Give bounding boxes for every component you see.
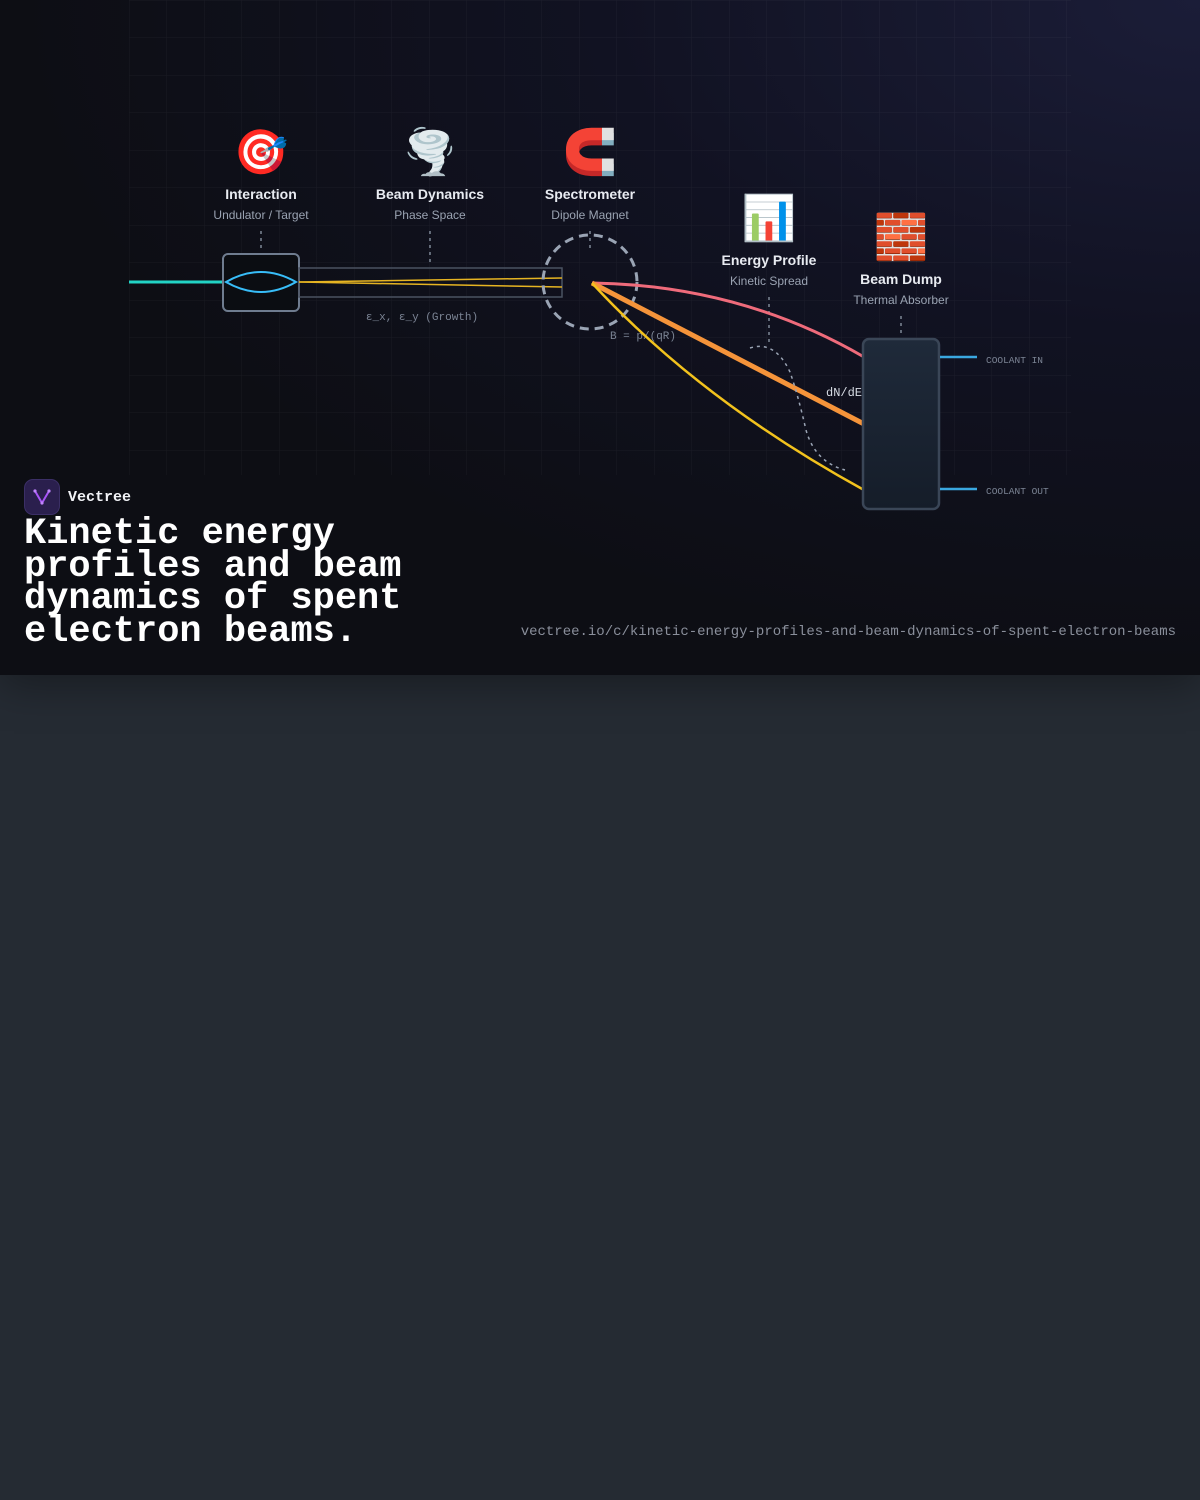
page-title: Kinetic energy profiles and beam dynamic… [24,513,402,653]
magnet-icon: 🧲 [562,128,618,177]
brick-icon: 🧱 [873,213,929,262]
stage-interaction: 🎯 Interaction Undulator / Target [161,128,361,222]
page-url[interactable]: vectree.io/c/kinetic-energy-profiles-and… [520,624,1176,640]
coolant-out-label: COOLANT OUT [986,486,1049,497]
trajectory-high-energy [591,281,865,359]
target-icon: 🎯 [233,128,289,177]
stage-subtitle: Phase Space [394,208,466,222]
brand[interactable]: Vectree [24,479,131,515]
tornado-icon: 🌪️ [402,128,458,177]
beam-dump-block [861,337,941,511]
trajectory-low-energy [591,282,865,492]
stage-beam-dynamics: 🌪️ Beam Dynamics Phase Space [330,128,530,222]
stage-title: Interaction [225,186,297,202]
coolant-in-label: COOLANT IN [986,355,1043,366]
stage-beam-dump: 🧱 Beam Dump Thermal Absorber [801,213,1001,307]
distribution-label: dN/dE [826,386,862,400]
field-equation-label: B = p/(qR) [610,331,676,343]
stage-subtitle: Thermal Absorber [853,293,949,307]
hero-card: ε_x, ε_y (Growth) B = p/(qR) dN/dE COOLA… [0,0,1200,675]
beam-ray-lower [298,281,563,288]
stage-title: Beam Dump [860,271,942,287]
emittance-label: ε_x, ε_y (Growth) [366,312,478,324]
interaction-chamber [222,253,300,312]
beam-ray-upper [298,277,563,283]
stage-spectrometer: 🧲 Spectrometer Dipole Magnet [490,128,690,222]
vectree-logo-icon [24,479,60,515]
focusing-lens [223,271,299,293]
beamline-diagram: ε_x, ε_y (Growth) B = p/(qR) dN/dE COOLA… [129,0,1071,511]
stage-subtitle: Undulator / Target [213,208,309,222]
stage-title: Energy Profile [721,252,817,268]
bar-chart-icon: 📊 [741,194,797,243]
dipole-magnet-field [541,233,639,331]
stage-title: Spectrometer [544,186,636,202]
trajectory-mid-energy [590,280,866,427]
stage-energy-profile: 📊 Energy Profile Kinetic Spread [669,194,869,288]
stage-title: Beam Dynamics [375,186,485,202]
stage-subtitle: Kinetic Spread [729,274,809,288]
stage-subtitle: Dipole Magnet [551,208,629,222]
energy-distribution-curve [749,345,846,471]
brand-name: Vectree [68,488,132,506]
